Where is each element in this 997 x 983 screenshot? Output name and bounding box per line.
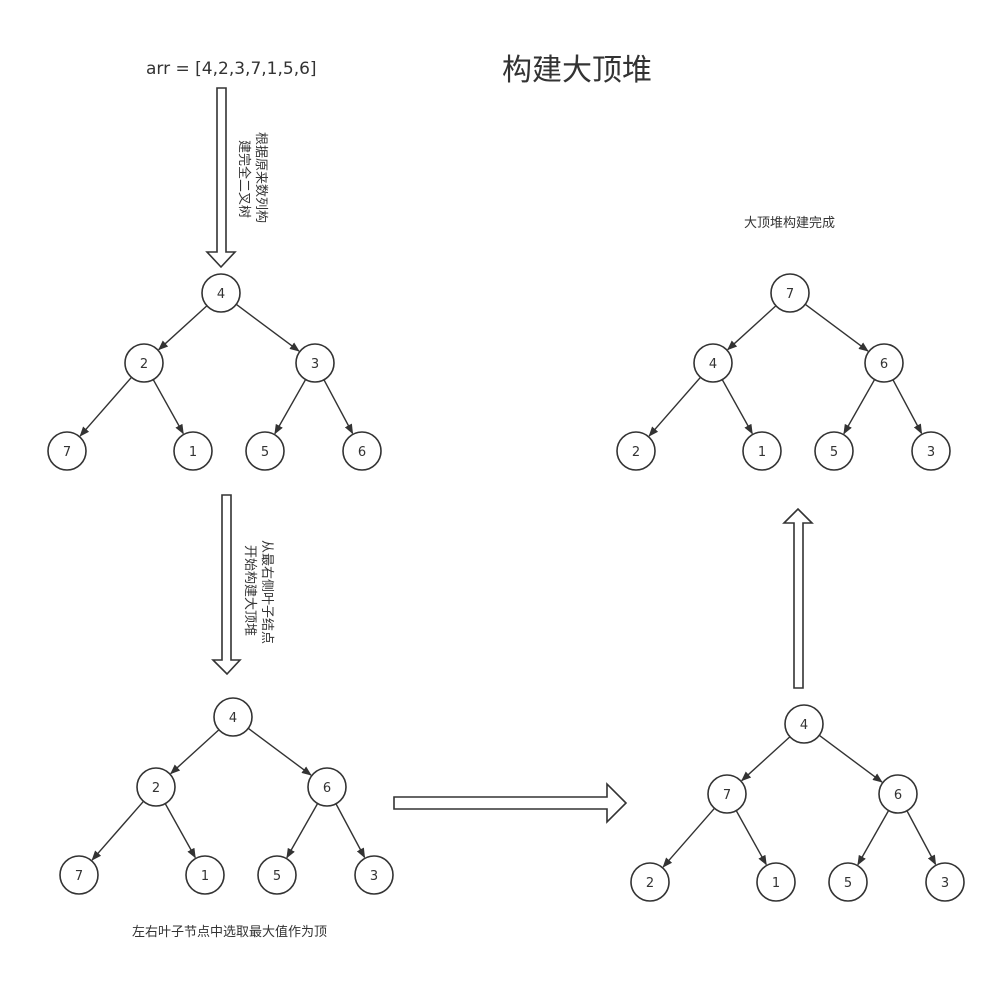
caption-step2-line1: 从最右侧叶子结点 [259,540,274,644]
tree-node-label: 1 [201,869,209,884]
tree-edge [152,379,184,435]
tree-node-label: 1 [758,445,766,460]
tree-edge [906,810,937,866]
tree-node-label: 6 [894,788,902,803]
tree-edge [323,379,354,435]
tree-edge [804,303,869,352]
tree-after-first-swap: 4 2 6 7 1 5 3 [59,697,394,895]
tree-node [616,431,656,471]
tree-edge [170,729,220,775]
tree-node-label: 2 [646,876,654,891]
tree-edge [727,305,777,351]
tree-node [124,343,164,383]
tree-node [707,774,747,814]
tree-node-label: 2 [140,357,148,372]
caption-step3: 左右叶子节点中选取最大值作为顶 [132,924,327,940]
tree-edge [818,734,883,783]
tree-node-label: 4 [229,711,237,726]
tree-node-label: 6 [358,445,366,460]
tree-node-label: 3 [941,876,949,891]
tree-edge [164,803,196,859]
tree-node-label: 5 [273,869,281,884]
tree-node [864,343,904,383]
tree-node-label: 6 [323,781,331,796]
tree-edge [892,379,923,435]
tree-node [693,343,733,383]
caption-step2-line2: 开始构建大顶堆 [242,545,257,636]
tree-edge [335,803,366,859]
tree-node [925,862,965,902]
tree-node-label: 5 [844,876,852,891]
tree-node [784,704,824,744]
tree-edge [247,727,312,776]
tree-node-label: 2 [152,781,160,796]
tree-node-label: 4 [800,718,808,733]
tree-edge [843,379,876,435]
tree-node [756,862,796,902]
tree-node [47,431,87,471]
tree-edge [857,810,890,866]
tree-edge [91,800,145,861]
tree-node [828,862,868,902]
tree-node-label: 3 [927,445,935,460]
arrow-right [393,782,628,824]
tree-node [742,431,782,471]
tree-node [814,431,854,471]
tree-node [770,273,810,313]
tree-node [59,855,99,895]
caption-step1-line2: 建完全二叉树 [236,140,252,218]
tree-node-label: 5 [830,445,838,460]
tree-after-second-swap: 4 7 6 2 1 5 3 [630,704,965,902]
tree-node-label: 4 [217,287,225,302]
tree-edge [662,807,716,868]
page-title: 构建大顶堆 [502,53,652,88]
arrow-down-1 [205,87,237,269]
tree-edge [741,736,791,782]
tree-node [245,431,285,471]
tree-initial: 4 2 3 7 1 5 6 [47,273,382,471]
tree-node-label: 6 [880,357,888,372]
array-text: arr = [4,2,3,7,1,5,6] [146,59,317,79]
arrow-up [782,507,814,689]
tree-edge [79,376,133,437]
tree-node [307,767,347,807]
tree-node-label: 7 [723,788,731,803]
tree-node [185,855,225,895]
tree-edge [735,810,767,866]
tree-node [201,273,241,313]
tree-node [257,855,297,895]
tree-node [136,767,176,807]
tree-final: 7 4 6 2 1 5 3 [616,273,951,471]
caption-done: 大顶堆构建完成 [744,216,835,231]
tree-node [342,431,382,471]
tree-node-label: 5 [261,445,269,460]
tree-node-label: 3 [311,357,319,372]
tree-node-label: 1 [772,876,780,891]
tree-node [630,862,670,902]
tree-node-label: 2 [632,445,640,460]
trees-layer: 4 2 3 7 1 5 6 4 2 6 7 1 5 3 4 7 6 2 1 5 3 7 4 6 2 1 5 3 [47,273,965,902]
tree-node-label: 7 [63,445,71,460]
tree-edge [235,303,300,352]
tree-edge [274,379,307,435]
tree-node-label: 4 [709,357,717,372]
tree-node-label: 1 [189,445,197,460]
tree-node-label: 7 [75,869,83,884]
caption-step1-line1: 根据原来数列构 [253,132,268,223]
tree-node [213,697,253,737]
tree-edge [648,376,702,437]
tree-node [173,431,213,471]
tree-edge [158,305,208,351]
tree-node-label: 7 [786,287,794,302]
tree-node [911,431,951,471]
tree-node [354,855,394,895]
tree-node [878,774,918,814]
tree-node-label: 3 [370,869,378,884]
tree-edge [286,803,319,859]
tree-edge [721,379,753,435]
tree-node [295,343,335,383]
arrow-down-2 [211,494,242,676]
